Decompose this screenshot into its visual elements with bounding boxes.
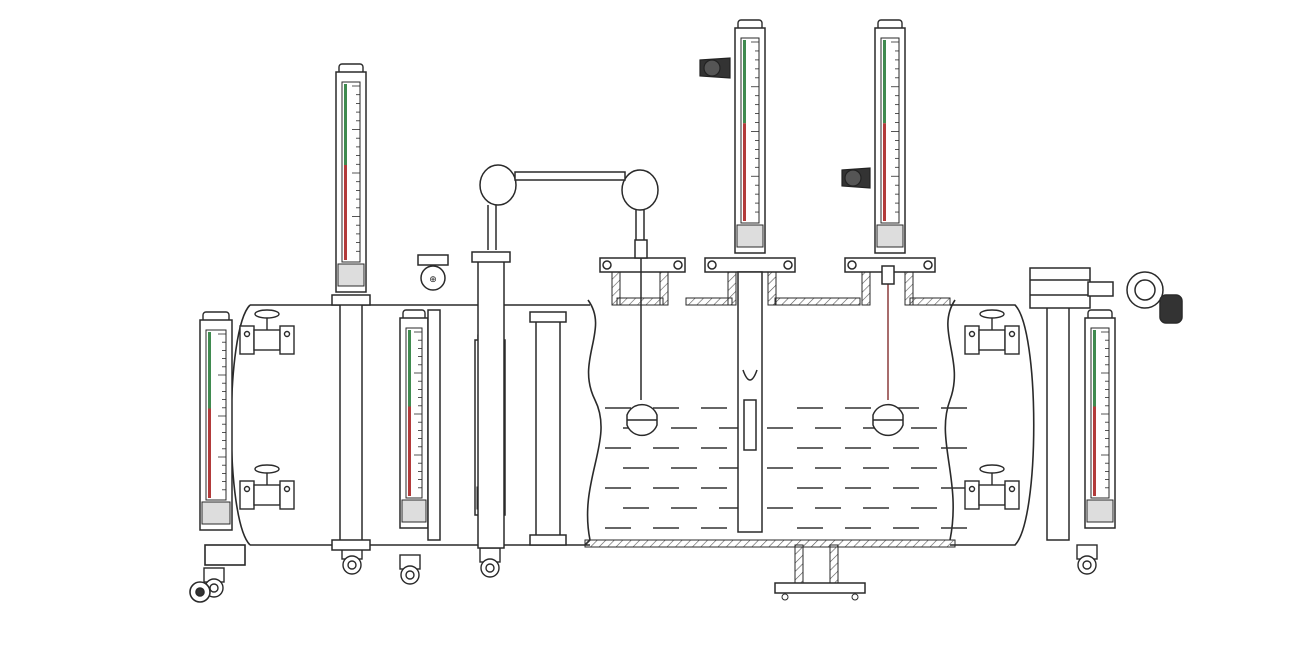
valve-handwheel-icon: [964, 464, 1020, 510]
connecting-pipe: [479, 164, 659, 250]
scale-green-band: [883, 40, 886, 124]
valve-handwheel-icon: [1076, 544, 1098, 575]
scale-red-band: [743, 123, 746, 221]
scale-red-band: [883, 123, 886, 221]
valve-handwheel-icon: [341, 544, 363, 575]
valve-handwheel-icon: [239, 464, 295, 510]
scale-red-band: [344, 165, 347, 260]
liquid-level-dashes: [605, 407, 967, 529]
float-ball-icon: [872, 265, 904, 437]
stilling-tube-float: [737, 271, 763, 533]
top-mount-level-gauge-with-transmitter-b: [874, 19, 906, 254]
valve-handwheel-icon: [479, 547, 501, 578]
magnetic-level-gauge-side-mount-right: [1084, 309, 1116, 529]
svg-text:⊕: ⊕: [429, 275, 437, 285]
scale-green-band: [1093, 330, 1096, 407]
scale-red-band: [1093, 406, 1096, 496]
top-mount-level-gauge-with-transmitter-a: [734, 19, 766, 254]
scale-green-band: [743, 40, 746, 124]
valve-handwheel-icon: [399, 554, 421, 585]
transmitter-head-icon: [1029, 267, 1183, 324]
float-ball-icon: [626, 239, 658, 437]
valve-handwheel-icon: ⊕: [417, 254, 449, 291]
scale-green-band: [208, 332, 211, 409]
scale-red-band: [408, 406, 411, 496]
valve-handwheel-icon: [964, 309, 1020, 355]
magnetic-level-gauge-side-mount-left: [199, 311, 233, 531]
magnetic-level-gauge-tall-top: [335, 63, 367, 293]
bypass-chambers: [331, 251, 1070, 551]
scale-green-band: [408, 330, 411, 407]
scale-green-band: [344, 84, 347, 165]
transmitter-head-icon: [699, 57, 871, 189]
vessel-cutaway: [584, 269, 956, 601]
valve-handwheel-icon: [239, 309, 295, 355]
magnetic-level-gauge-bypass: [399, 309, 429, 529]
scale-red-band: [208, 408, 211, 498]
valve-handwheel-icon: [189, 544, 246, 603]
